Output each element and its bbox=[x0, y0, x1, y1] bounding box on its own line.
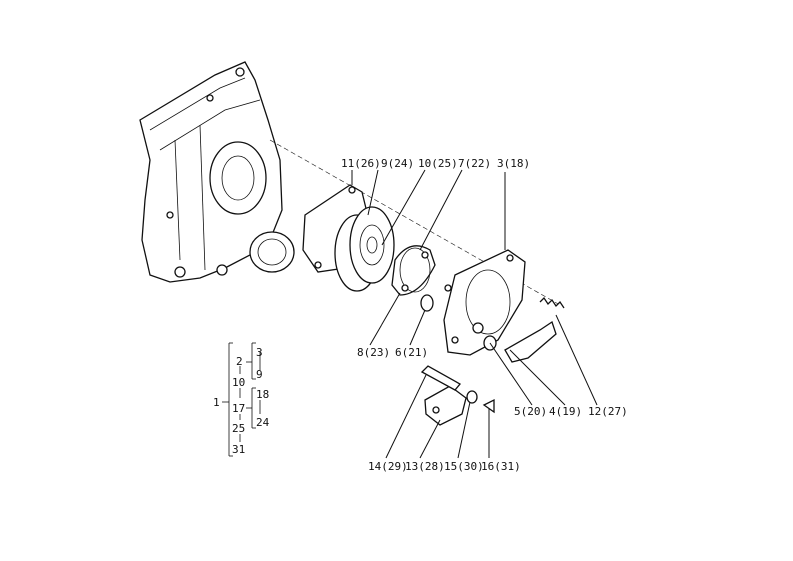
callout-label-16: 16(31) bbox=[481, 460, 521, 473]
clevis-assembly bbox=[420, 365, 495, 426]
legend-col2-item: 9 bbox=[256, 368, 263, 381]
legend-col2-item: 3 bbox=[256, 346, 263, 359]
callout-label-11: 11(26) bbox=[341, 157, 381, 170]
callout-label-3: 3(18) bbox=[497, 157, 530, 170]
callout-label-12: 12(27) bbox=[588, 405, 628, 418]
callout-label-9: 9(24) bbox=[381, 157, 414, 170]
callout-label-4: 4(19) bbox=[549, 405, 582, 418]
washer-part bbox=[420, 294, 434, 312]
legend-col1-item: 2 bbox=[236, 355, 243, 368]
brake-plate-part bbox=[443, 249, 526, 356]
legend-col2-item: 18 bbox=[256, 388, 269, 401]
assembly-group-legend: 1 2 10 17 25 31 3 9 18 24 bbox=[213, 342, 270, 457]
legend-root-label: 1 bbox=[213, 396, 220, 409]
brake-shoe-part bbox=[391, 245, 436, 296]
legend-col1-item: 31 bbox=[232, 443, 245, 456]
callout-label-8: 8(23) bbox=[357, 346, 390, 359]
legend-col1-item: 17 bbox=[232, 402, 245, 415]
transmission-housing bbox=[139, 61, 295, 283]
brake-drum-part bbox=[334, 206, 395, 292]
callout-label-6: 6(21) bbox=[395, 346, 428, 359]
legend-col1-item: 25 bbox=[232, 422, 245, 435]
legend-col1-item: 10 bbox=[232, 376, 245, 389]
callout-label-13: 13(28) bbox=[405, 460, 445, 473]
callout-label-15: 15(30) bbox=[444, 460, 484, 473]
spring-part bbox=[539, 296, 565, 309]
callout-label-10: 10(25) bbox=[418, 157, 458, 170]
callout-label-7: 7(22) bbox=[458, 157, 491, 170]
callout-label-14: 14(29) bbox=[368, 460, 408, 473]
legend-col2-item: 24 bbox=[256, 416, 270, 429]
leader-lines bbox=[351, 169, 598, 459]
callout-label-5: 5(20) bbox=[514, 405, 547, 418]
